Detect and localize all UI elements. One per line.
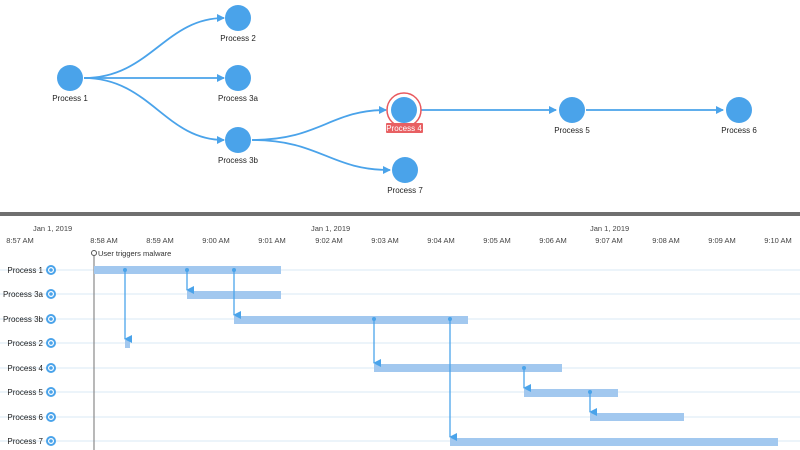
- node-label: Process 3a: [218, 94, 259, 103]
- row-label: Process 5: [7, 388, 43, 397]
- node-process-2[interactable]: Process 2: [220, 5, 256, 43]
- node-label: Process 7: [387, 186, 423, 195]
- node-label: Process 6: [721, 126, 757, 135]
- edge-p1-p3b[interactable]: [83, 77, 225, 144]
- timeline-bar-process-2[interactable]: [125, 340, 130, 348]
- date-label: Jan 1, 2019: [590, 224, 629, 233]
- row-process-1[interactable]: Process 1: [7, 265, 56, 275]
- node-process-3b[interactable]: Process 3b: [218, 127, 259, 165]
- time-tick: 9:07 AM: [595, 236, 623, 245]
- timeline-bar-process-3b[interactable]: [234, 316, 468, 324]
- pane-splitter[interactable]: [0, 212, 800, 216]
- node-process-1[interactable]: Process 1: [52, 65, 88, 103]
- row-label: Process 1: [7, 266, 43, 275]
- settings-icon[interactable]: [46, 289, 56, 299]
- edge-p3b-p4[interactable]: [251, 106, 387, 141]
- time-tick: 9:01 AM: [258, 236, 286, 245]
- process-graph[interactable]: Process 1 Process 2 Process 3a Process 3…: [0, 0, 800, 212]
- time-tick: 9:05 AM: [483, 236, 511, 245]
- settings-icon[interactable]: [46, 412, 56, 422]
- settings-icon[interactable]: [46, 314, 56, 324]
- time-tick: 9:02 AM: [315, 236, 343, 245]
- row-label: Process 7: [7, 437, 43, 446]
- time-tick: 9:06 AM: [539, 236, 567, 245]
- settings-icon[interactable]: [46, 363, 56, 373]
- edge-p3b-p7[interactable]: [251, 139, 391, 174]
- time-tick: 9:10 AM: [764, 236, 792, 245]
- timeline-bar-process-6[interactable]: [590, 413, 684, 421]
- event-marker[interactable]: User triggers malware: [91, 249, 172, 450]
- row-process-7[interactable]: Process 7: [7, 436, 56, 446]
- edge-p1-p2[interactable]: [83, 14, 225, 79]
- node-process-4-selected[interactable]: Process 4: [386, 92, 423, 133]
- node-label: Process 5: [554, 126, 590, 135]
- date-label: Jan 1, 2019: [33, 224, 72, 233]
- row-process-3b[interactable]: Process 3b: [3, 314, 56, 324]
- time-tick: 8:59 AM: [146, 236, 174, 245]
- row-process-4[interactable]: Process 4: [7, 363, 56, 373]
- row-label: Process 2: [7, 339, 43, 348]
- settings-icon[interactable]: [46, 265, 56, 275]
- selected-label-highlight: [386, 123, 423, 133]
- time-tick: 9:04 AM: [427, 236, 455, 245]
- row-label: Process 3a: [3, 290, 44, 299]
- timeline-bar-process-5[interactable]: [524, 389, 618, 397]
- row-process-2[interactable]: Process 2: [7, 338, 56, 348]
- time-tick: 9:08 AM: [652, 236, 680, 245]
- settings-icon[interactable]: [46, 338, 56, 348]
- node-process-6[interactable]: Process 6: [721, 97, 757, 135]
- row-label: Process 6: [7, 413, 43, 422]
- node-label: Process 4: [386, 124, 422, 133]
- time-tick: 8:57 AM: [6, 236, 34, 245]
- time-tick: 8:58 AM: [90, 236, 118, 245]
- settings-icon[interactable]: [46, 387, 56, 397]
- timeline-bar-process-7[interactable]: [450, 438, 778, 446]
- node-process-7[interactable]: Process 7: [387, 157, 423, 195]
- timeline-bar-process-4[interactable]: [374, 364, 562, 372]
- time-tick: 9:03 AM: [371, 236, 399, 245]
- timeline-chart[interactable]: Jan 1, 2019 Jan 1, 2019 Jan 1, 2019 8:57…: [0, 216, 800, 450]
- row-process-5[interactable]: Process 5: [7, 387, 56, 397]
- time-tick: 9:00 AM: [202, 236, 230, 245]
- row-label: Process 3b: [3, 315, 44, 324]
- row-process-6[interactable]: Process 6: [7, 412, 56, 422]
- date-label: Jan 1, 2019: [311, 224, 350, 233]
- time-tick: 9:09 AM: [708, 236, 736, 245]
- event-marker-label: User triggers malware: [98, 249, 171, 258]
- node-label: Process 1: [52, 94, 88, 103]
- row-label: Process 4: [7, 364, 43, 373]
- node-label: Process 3b: [218, 156, 259, 165]
- node-process-5[interactable]: Process 5: [554, 97, 590, 135]
- node-label: Process 2: [220, 34, 256, 43]
- row-process-3a[interactable]: Process 3a: [3, 289, 56, 299]
- node-process-3a[interactable]: Process 3a: [218, 65, 259, 103]
- settings-icon[interactable]: [46, 436, 56, 446]
